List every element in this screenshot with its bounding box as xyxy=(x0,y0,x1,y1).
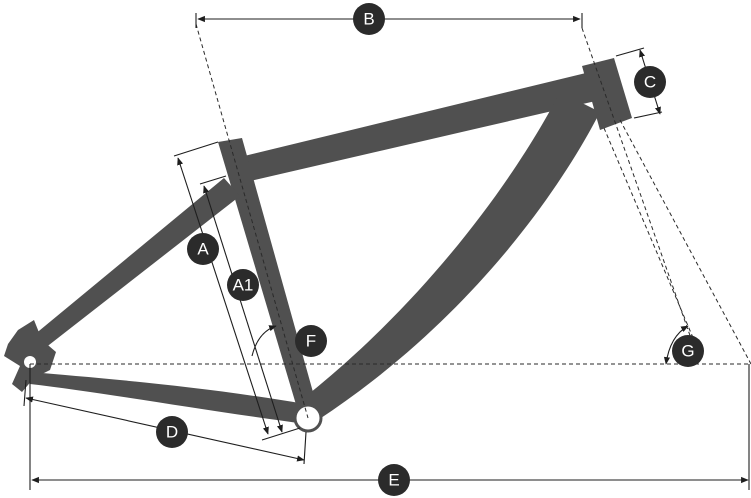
badge-f: F xyxy=(295,325,327,357)
chain-stay xyxy=(30,372,306,424)
down-tube xyxy=(296,92,600,420)
badge-a1: A1 xyxy=(227,269,259,301)
dimension-f-arc xyxy=(251,325,277,357)
dimension-a1-line xyxy=(203,185,283,433)
dimension-d-tick-left xyxy=(23,379,27,407)
badge-e: E xyxy=(378,464,410,496)
dimension-c-tick-bottom xyxy=(633,111,663,119)
dimension-a1-tick-top xyxy=(199,175,227,185)
badge-b: B xyxy=(353,3,385,35)
dimension-c-tick-top xyxy=(615,47,645,57)
badge-d: D xyxy=(156,416,188,448)
dimension-g-arc xyxy=(663,325,689,365)
badge-a-label: A xyxy=(197,240,209,259)
badge-a1-label: A1 xyxy=(233,276,254,295)
badge-d-label: D xyxy=(166,423,178,442)
fork-guide-2 xyxy=(603,127,695,341)
badge-e-label: E xyxy=(388,471,399,490)
dimension-lines xyxy=(23,13,750,490)
badge-c-label: C xyxy=(644,73,656,92)
badge-a: A xyxy=(187,233,219,265)
bike-frame xyxy=(4,58,632,433)
seat-stay xyxy=(28,178,240,352)
badge-c: C xyxy=(634,66,666,98)
badge-b-label: B xyxy=(363,10,374,29)
badge-g: G xyxy=(672,335,704,367)
dimension-a-tick-top xyxy=(173,141,219,157)
badge-g-label: G xyxy=(681,342,694,361)
head-tube xyxy=(582,58,632,130)
dimension-d-tick-right xyxy=(303,431,307,465)
top-tube xyxy=(236,72,600,182)
reach-right-guide xyxy=(581,27,701,365)
badge-f-label: F xyxy=(306,332,316,351)
dimension-a-tick-bottom xyxy=(261,427,301,441)
dropout-axle-hole xyxy=(24,356,36,368)
